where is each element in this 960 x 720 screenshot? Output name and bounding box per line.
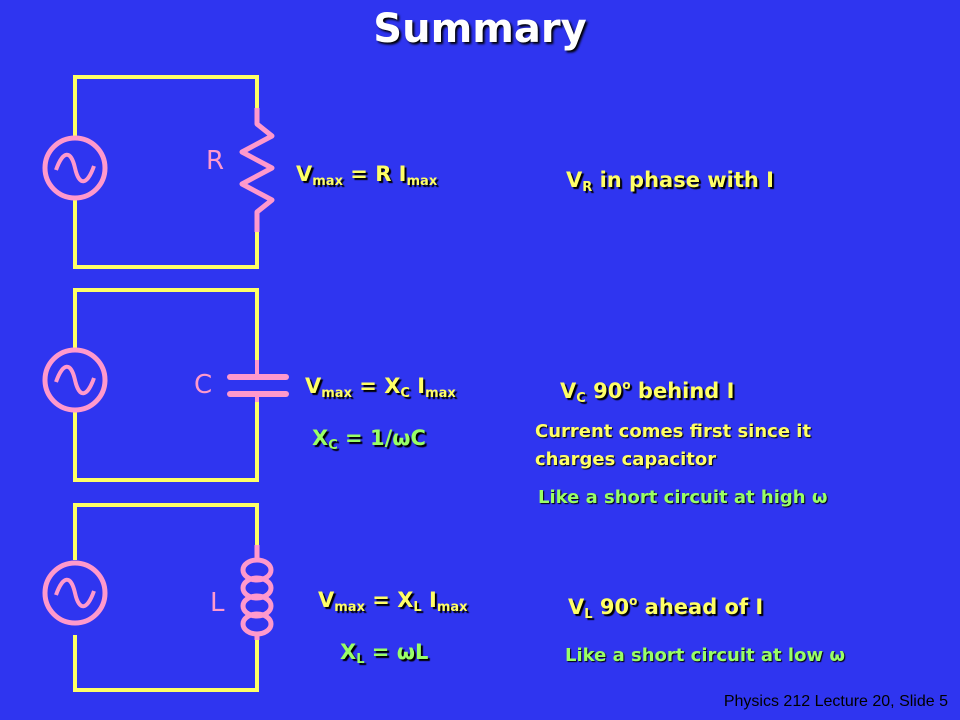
resistor-equation: Vmax = R Imax bbox=[296, 162, 438, 189]
wire bbox=[73, 75, 259, 138]
wire bbox=[73, 198, 259, 269]
capacitor-symbol bbox=[227, 360, 289, 402]
capacitor-reactance: XC = 1/ωC bbox=[312, 426, 426, 453]
omega-symbol: ω bbox=[811, 487, 828, 508]
inductor-reactance: XL = ωL bbox=[340, 640, 429, 667]
capacitor-equation: Vmax = XC Imax bbox=[305, 374, 456, 401]
capacitor-note-line-1: Current comes first since it bbox=[535, 421, 812, 442]
ac-source bbox=[42, 560, 108, 626]
inductor-limit-note: Like a short circuit at low ω bbox=[565, 645, 846, 666]
inductor-label: L bbox=[210, 588, 225, 618]
wire bbox=[73, 288, 259, 360]
resistor-label: R bbox=[206, 146, 225, 176]
slide-title: Summary bbox=[373, 6, 587, 52]
capacitor-note-line-2: charges capacitor bbox=[535, 449, 717, 470]
omega-symbol: ω bbox=[392, 426, 411, 450]
wire bbox=[73, 402, 259, 482]
ac-source bbox=[42, 135, 108, 201]
inductor-equation: Vmax = XL Imax bbox=[318, 588, 468, 615]
capacitor-label: C bbox=[194, 370, 213, 400]
slide-footer: Physics 212 Lecture 20, Slide 5 bbox=[723, 693, 948, 710]
wire bbox=[73, 503, 259, 560]
resistor-phase: VR in phase with I bbox=[566, 168, 774, 195]
inductor-symbol bbox=[240, 545, 274, 640]
capacitor-circuit bbox=[42, 288, 289, 482]
omega-symbol: ω bbox=[829, 645, 846, 666]
inductor-circuit bbox=[42, 503, 274, 692]
capacitor-limit-note: Like a short circuit at high ω bbox=[538, 487, 828, 508]
inductor-phase: VL 90o ahead of I bbox=[568, 594, 764, 622]
capacitor-phase: VC 90o behind I bbox=[560, 378, 735, 406]
ac-source bbox=[42, 347, 108, 413]
resistor-circuit bbox=[42, 75, 275, 269]
wire bbox=[73, 635, 259, 692]
resistor-symbol bbox=[239, 108, 275, 232]
omega-symbol: ω bbox=[396, 640, 415, 664]
